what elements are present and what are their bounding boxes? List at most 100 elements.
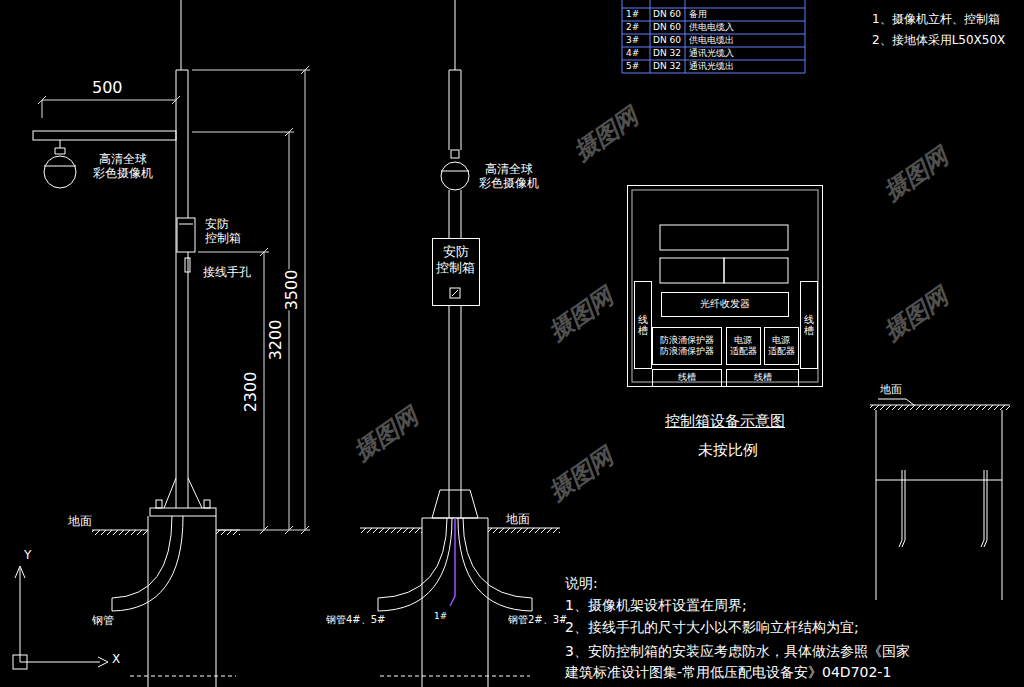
ground-electrode-detail xyxy=(899,470,987,547)
handhole-label: 接线手孔 xyxy=(203,265,251,279)
pole-elevation-left xyxy=(33,131,176,140)
device-label: 光纤收发器 xyxy=(700,298,750,311)
conduit-label: 钢管 xyxy=(92,614,114,627)
table-cell: 供电电缆入 xyxy=(689,22,734,33)
pole-elevation-middle xyxy=(378,518,452,611)
camera-label: 高清全球 彩色摄像机 xyxy=(92,152,154,181)
camera-label: 高清全球 彩色摄像机 xyxy=(478,162,540,191)
conduit-table xyxy=(622,8,805,73)
ucs-icon xyxy=(13,655,27,669)
device-label: 电源 适配器 xyxy=(767,335,796,358)
pole-elevation-left xyxy=(179,224,193,225)
pole-elevation-middle xyxy=(360,0,560,687)
device-label: 防浪涌保护器 xyxy=(660,335,714,346)
pole-elevation-middle xyxy=(458,518,532,611)
pole-elevation-left xyxy=(177,218,195,252)
watermark: 摄图网 xyxy=(568,102,643,167)
pole-elevation-middle xyxy=(432,490,478,518)
conduit-1-line xyxy=(450,518,455,606)
table-cell: 3# xyxy=(626,35,639,46)
dimension-lines xyxy=(42,100,176,118)
ground-label: 地面 xyxy=(68,514,92,528)
pole-elevation-left xyxy=(176,70,188,508)
dimension-text: 500 xyxy=(92,78,123,97)
pole-elevation-left xyxy=(156,500,162,508)
table-cell: DN 32 xyxy=(653,61,681,72)
ground-electrode-detail xyxy=(876,410,1002,600)
pole-elevation-left xyxy=(150,508,216,516)
dimension-text: 2300 xyxy=(241,372,260,413)
dimension-lines xyxy=(192,70,310,530)
dimension-text: 3500 xyxy=(282,270,301,311)
pole-elevation-middle xyxy=(441,171,469,172)
conduit-1-line xyxy=(450,518,455,606)
pole-elevation-middle xyxy=(488,528,560,533)
box-label: 安防 控制箱 xyxy=(435,244,477,277)
note-text: 2、接地体采用L50X50X xyxy=(872,33,1005,47)
pole-elevation-left xyxy=(44,156,76,188)
control-box-frame xyxy=(632,190,818,382)
conduit-label: 钢管4#、5# xyxy=(326,614,385,626)
axis-label: X xyxy=(112,652,120,666)
control-box: 安防 控制箱 xyxy=(432,238,480,306)
trough-label: 线槽 xyxy=(804,314,814,336)
pole-elevation-left xyxy=(92,530,148,535)
ground-electrode-detail xyxy=(878,399,914,405)
box-label: 安防 控制箱 xyxy=(205,217,243,246)
conduit-table xyxy=(622,0,805,73)
table-cell: 备用 xyxy=(689,9,707,20)
table-cell: 1# xyxy=(626,9,639,20)
table-cell: DN 60 xyxy=(653,35,681,46)
axis-label: Y xyxy=(24,548,31,562)
watermark: 摄图网 xyxy=(878,142,953,207)
pole-elevation-left xyxy=(148,516,216,687)
table-cell: 5# xyxy=(626,61,639,72)
control-box-frame xyxy=(660,258,724,283)
conduit-table xyxy=(622,0,805,73)
control-box-frame xyxy=(632,190,818,382)
watermark: 摄图网 xyxy=(878,282,953,347)
watermark: 摄图网 xyxy=(543,282,618,347)
table-cell: 供电电缆出 xyxy=(689,35,734,46)
watermark: 摄图网 xyxy=(348,402,423,467)
ground-label: 地面 xyxy=(506,512,530,526)
pole-elevation-left xyxy=(185,258,190,272)
figure-caption: 控制箱设备示意图 xyxy=(628,412,822,431)
ground-electrode-detail xyxy=(870,405,1010,410)
pole-elevation-middle xyxy=(422,518,488,687)
cable-trough: 线槽 xyxy=(800,281,818,369)
pole-elevation-left xyxy=(181,0,182,70)
table-cell: DN 32 xyxy=(653,48,681,59)
dimension-lines xyxy=(38,66,309,534)
table-cell: DN 60 xyxy=(653,9,681,20)
table-cell: DN 60 xyxy=(653,22,681,33)
pole-elevation-middle xyxy=(451,150,459,158)
device-label: 防浪涌保护器 xyxy=(660,346,714,357)
scale-note: 未按比例 xyxy=(698,441,758,459)
dimension-lines xyxy=(38,66,310,534)
pole-elevation-middle xyxy=(452,290,458,296)
note-text: 1、摄像机立杆、控制箱 xyxy=(872,12,1000,26)
notes-heading: 说明: xyxy=(565,575,598,592)
dimension-text: 3200 xyxy=(266,320,285,361)
control-box-panel: 控制箱设备示意图光纤收发器防浪涌保护器防浪涌保护器电源 适配器电源 适配器线槽线… xyxy=(627,185,823,387)
pole-elevation-middle xyxy=(380,676,530,677)
pole-elevation-left xyxy=(33,0,240,687)
pole-elevation-left xyxy=(55,140,65,154)
power-adapter-box: 电源 适配器 xyxy=(764,327,799,365)
pole-elevation-left xyxy=(216,530,240,535)
device-box: 光纤收发器 xyxy=(661,292,789,317)
dimension-lines xyxy=(264,70,305,530)
pole-elevation-left xyxy=(164,478,202,508)
cable-trough: 线槽 xyxy=(652,369,722,387)
trough-label: 线槽 xyxy=(678,372,696,383)
pole-elevation-left xyxy=(130,676,236,677)
ground-label: 地面 xyxy=(880,383,902,396)
ground-electrode-detail xyxy=(870,399,1010,600)
note-text: 2、接线手孔的尺寸大小以不影响立杆结构为宜; xyxy=(565,619,859,636)
pole-elevation-left xyxy=(44,166,76,167)
table-cell: 4# xyxy=(626,48,639,59)
power-adapter-box: 电源 适配器 xyxy=(726,327,761,365)
note-text: 3、安防控制箱的安装应考虑防水，具体做法参照《国家建筑标准设计图集-常用低压配电… xyxy=(565,641,917,683)
